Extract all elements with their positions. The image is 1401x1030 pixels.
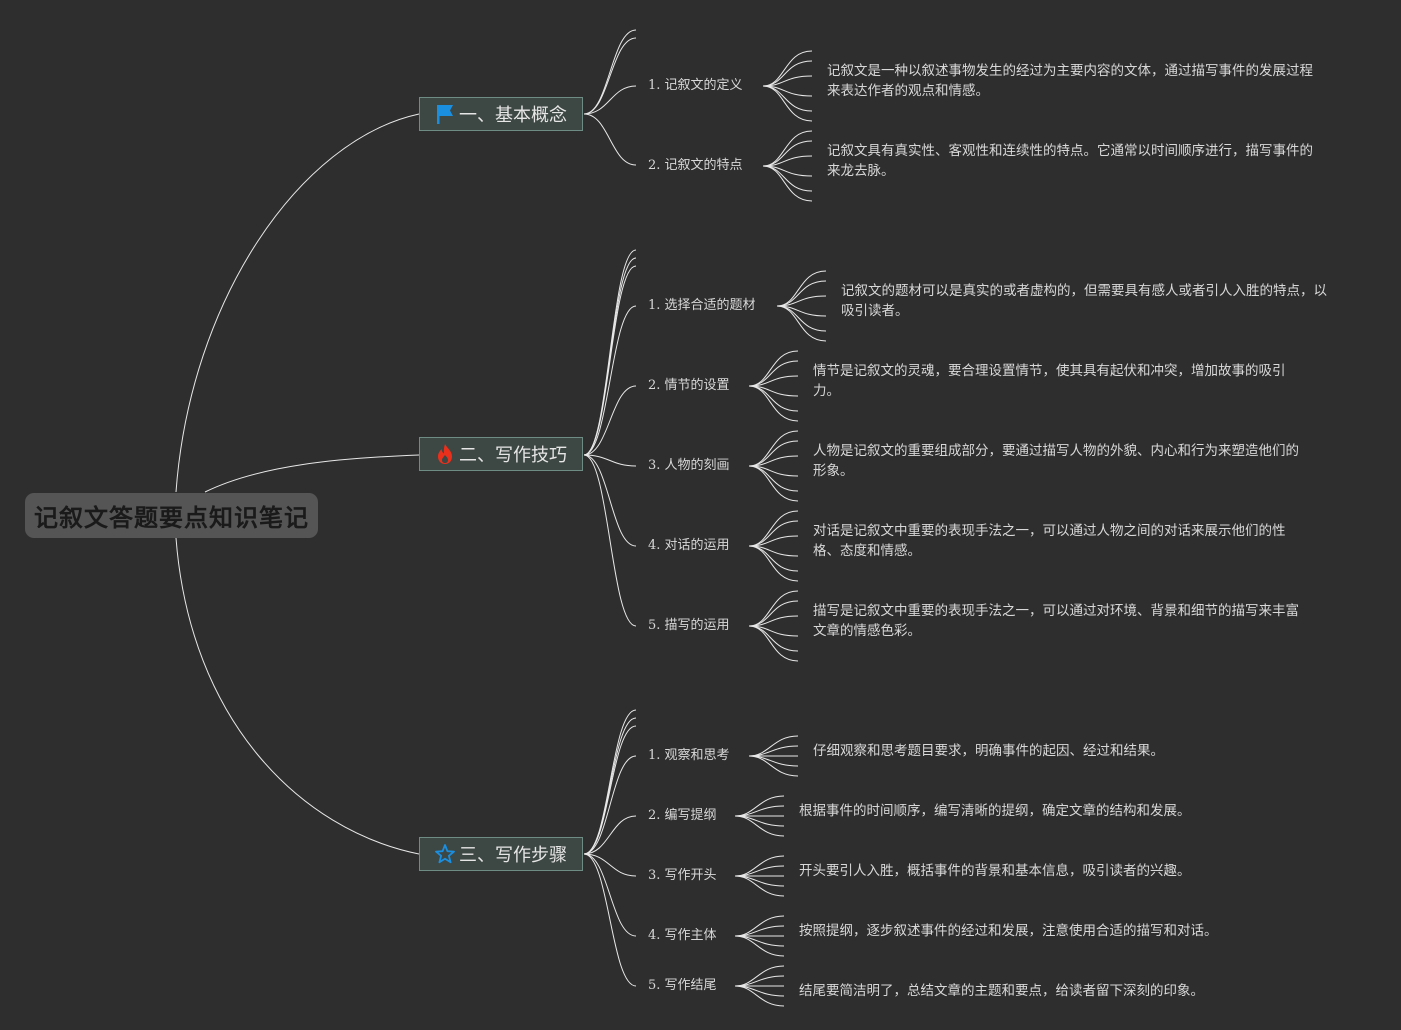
desc-plot-setting[interactable]: 情节是记叙文的灵魂，要合理设置情节，使其具有起伏和冲突，增加故事的吸引力。 [813,363,1286,399]
subtopic-description-use[interactable]: 5. 描写的运用 [648,618,730,633]
link-desc-dialogue-use-2 [748,535,799,547]
subtopic-features[interactable]: 2. 记叙文的特点 [648,158,743,173]
link-desc-description-use-0 [748,590,799,627]
link-desc-plot-setting-2 [748,375,799,387]
link-root-topic-2 [204,454,420,493]
subtopic-observe-think[interactable]: 1. 观察和思考 [648,748,730,763]
link-desc-features-0 [762,130,813,167]
topic-label: 三、写作步骤 [459,845,567,866]
subtopic-choose-subject[interactable]: 1. 选择合适的题材 [648,298,756,313]
link-root-topic-1 [175,113,420,493]
link-topic2-1 [583,257,637,456]
link-desc-dialogue-use-5 [748,545,799,582]
desc-observe-think[interactable]: 仔细观察和思考题目要求，明确事件的起因、经过和结果。 [813,743,1164,759]
desc-body[interactable]: 按照提纲，逐步叙述事件的经过和发展，注意使用合适的描写和对话。 [799,923,1218,939]
flag-icon [435,103,455,125]
link-topic2-2 [583,265,637,456]
topic-writing-steps[interactable]: 三、写作步骤 [419,837,583,871]
subtopic-dialogue-use[interactable]: 4. 对话的运用 [648,538,730,553]
link-desc-outline-4 [734,815,785,837]
link-topic3-1 [583,717,637,855]
link-desc-description-use-5 [748,625,799,662]
subtopic-outline[interactable]: 2. 编写提纲 [648,808,717,823]
link-desc-choose-subject-0 [776,270,827,307]
subtopic-character-portrayal[interactable]: 3. 人物的刻画 [648,458,730,473]
link-topic1-3 [583,113,637,166]
star-icon [435,843,455,865]
subtopic-definition[interactable]: 1. 记叙文的定义 [648,78,743,93]
link-topic1-1 [583,37,637,115]
link-topic2-0 [583,249,637,456]
link-topic3-5 [583,853,637,877]
topic-basic-concepts[interactable]: 一、基本概念 [419,97,583,131]
link-root-topic-3 [175,537,420,855]
topic-label: 二、写作技巧 [459,445,567,466]
desc-definition[interactable]: 记叙文是一种以叙述事物发生的经过为主要内容的文体，通过描写事件的发展过程来表达作… [827,63,1313,99]
topic-label: 一、基本概念 [459,105,567,126]
desc-choose-subject[interactable]: 记叙文的题材可以是真实的或者虚构的，但需要具有感人或者引人入胜的特点，以吸引读者… [841,283,1327,319]
link-desc-plot-setting-0 [748,350,799,387]
link-desc-definition-5 [762,85,813,122]
link-desc-features-2 [762,155,813,167]
desc-dialogue-use[interactable]: 对话是记叙文中重要的表现手法之一，可以通过人物之间的对话来展示他们的性格、态度和… [813,523,1286,559]
link-desc-features-5 [762,165,813,202]
root-label: 记叙文答题要点知识笔记 [34,504,309,532]
link-desc-observe-think-4 [748,755,799,777]
link-topic2-6 [583,454,637,547]
desc-features[interactable]: 记叙文具有真实性、客观性和连续性的特点。它通常以时间顺序进行，描写事件的来龙去脉… [827,143,1313,179]
link-topic2-5 [583,454,637,467]
link-desc-choose-subject-5 [776,305,827,342]
root-node[interactable]: 记叙文答题要点知识笔记 [25,493,318,538]
link-desc-definition-0 [762,50,813,87]
link-desc-character-portrayal-0 [748,430,799,467]
subtopic-body[interactable]: 4. 写作主体 [648,928,717,943]
desc-character-portrayal[interactable]: 人物是记叙文的重要组成部分，要通过描写人物的外貌、内心和行为来塑造他们的形象。 [813,443,1299,479]
subtopic-plot-setting[interactable]: 2. 情节的设置 [648,378,730,393]
subtopic-opening[interactable]: 3. 写作开头 [648,868,717,883]
link-topic3-4 [583,815,637,855]
link-desc-description-use-2 [748,615,799,627]
link-desc-ending-4 [734,985,785,1007]
link-topic3-7 [583,853,637,987]
link-desc-dialogue-use-0 [748,510,799,547]
link-desc-definition-2 [762,75,813,87]
subtopic-ending[interactable]: 5. 写作结尾 [648,978,717,993]
link-topic2-4 [583,385,637,456]
desc-ending[interactable]: 结尾要简洁明了，总结文章的主题和要点，给读者留下深刻的印象。 [799,983,1204,999]
link-topic3-2 [583,725,637,855]
link-topic3-3 [583,755,637,855]
link-desc-character-portrayal-2 [748,455,799,467]
link-desc-opening-4 [734,875,785,897]
link-desc-character-portrayal-5 [748,465,799,502]
link-desc-body-4 [734,935,785,957]
link-topic1-0 [583,29,637,115]
link-desc-choose-subject-2 [776,295,827,307]
topic-writing-skills[interactable]: 二、写作技巧 [419,437,583,471]
desc-opening[interactable]: 开头要引人入胜，概括事件的背景和基本信息，吸引读者的兴趣。 [799,863,1191,879]
link-topic2-3 [583,305,637,456]
link-topic3-6 [583,853,637,937]
link-topic1-2 [583,85,637,115]
link-topic2-7 [583,454,637,627]
desc-outline[interactable]: 根据事件的时间顺序，编写清晰的提纲，确定文章的结构和发展。 [799,803,1191,819]
fire-icon [435,443,455,465]
link-desc-plot-setting-5 [748,385,799,422]
desc-description-use[interactable]: 描写是记叙文中重要的表现手法之一，可以通过对环境、背景和细节的描写来丰富文章的情… [813,603,1299,639]
